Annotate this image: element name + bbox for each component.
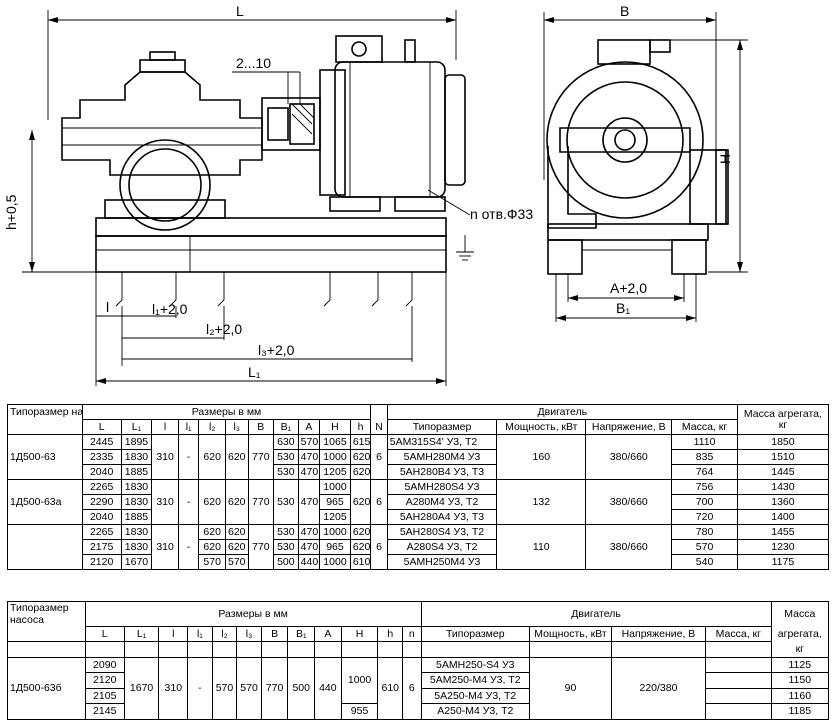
header-H-2: H: [340, 625, 379, 643]
dim-L1: L₁: [248, 364, 261, 380]
header-mass-2: Масса, кг: [705, 625, 772, 643]
header-L: L: [81, 419, 122, 435]
header-l3: l₃: [224, 419, 249, 435]
dim-l3: l₃+2,0: [258, 342, 295, 358]
dim-l: l: [106, 299, 109, 315]
header-l3-2: l₃: [236, 625, 262, 643]
spec-table-1: Типоразмер насоса Размеры в мм Двигатель…: [7, 404, 830, 570]
pump-drawing: L 2...10: [3, 3, 748, 386]
header-B1-2: B₁: [287, 625, 316, 643]
header-L1: L₁: [120, 419, 153, 435]
header-B: B: [247, 419, 275, 435]
header-A-2: A: [314, 625, 342, 643]
dim-l2: l₂+2,0: [206, 321, 242, 337]
table-row: 2290 1830 965 А280М4 У3, Т2 700 1360: [8, 494, 830, 510]
dim-gap: 2...10: [236, 55, 271, 71]
header-power-2: Мощность, кВт: [529, 625, 612, 643]
front-view: B H A+2,0 B₁: [543, 3, 748, 322]
header-etype-2: Типоразмер: [420, 625, 531, 643]
header-B-2: B: [260, 625, 289, 643]
label-holes: n отв.Ф33: [470, 206, 533, 222]
header-unitmass-b: агрегата,: [770, 626, 830, 642]
table-row: 2265 1830 310 - 620 620 770 530 470 1000…: [7, 524, 830, 570]
table-row: 1Д500-63 2445 1895 310 - 620 620 770 630…: [7, 434, 830, 480]
header-engine: Двигатель: [386, 404, 738, 420]
table-row: 2040 1885 530 470 1205 620 5АН280В4 У3, …: [8, 464, 830, 480]
table-row: 2175 1830 620 620 530 470 965 620 А280S4…: [8, 539, 830, 555]
header-l: l: [151, 419, 179, 435]
dim-A: A+2,0: [610, 280, 647, 296]
header-L1-2: L₁: [123, 625, 160, 643]
header-etype: Типоразмер: [386, 419, 498, 435]
table-row: 2120 1670 570 570 500 440 1000 610 5АМН2…: [8, 554, 830, 570]
header-l1: l₁: [177, 419, 200, 435]
header-power: Мощность, кВт: [496, 419, 587, 435]
header-l2-2: l₂: [211, 625, 238, 643]
header-mass: Масса, кг: [671, 419, 738, 435]
header-n-2: n: [402, 625, 422, 643]
header-engine-2: Двигатель: [420, 601, 772, 627]
header-H: H: [319, 419, 351, 435]
dim-B: B: [620, 3, 629, 19]
header-type: Типоразмер насоса: [7, 404, 83, 420]
dim-h: h+0,5: [3, 194, 19, 230]
dim-L: L: [236, 3, 244, 19]
header-voltage-2: Напряжение, В: [610, 625, 707, 643]
table-row: 2040 1885 1205 5АН280А4 У3, Т3 720 1400: [8, 509, 830, 525]
table-row: 1Д500-63б 2090 1670 310 - 570 570 770 50…: [7, 656, 830, 720]
spec-table-2: Типоразмер насоса Размеры в мм Двигатель…: [7, 601, 830, 720]
table-row: 1Д500-63а 2265 1830 310 - 620 620 770 53…: [7, 479, 830, 525]
header-l-2: l: [158, 625, 189, 643]
header-dims: Размеры в мм: [81, 404, 372, 420]
header-h: h: [349, 419, 372, 435]
header-type-2: Типоразмер насоса: [7, 601, 86, 627]
header-unitmass-c: кг: [770, 641, 830, 658]
header-l2: l₂: [198, 419, 226, 435]
dim-l1: l₁+2,0: [152, 301, 188, 317]
header-voltage: Напряжение, В: [585, 419, 673, 435]
header-L-2: L: [84, 625, 125, 643]
dim-H: H: [717, 154, 733, 164]
header-B1: B₁: [273, 419, 299, 435]
table-row: 2145 955 А250-М4 У3, Т2 1185: [8, 703, 830, 720]
side-view: L 2...10: [3, 3, 533, 386]
header-dims-2: Размеры в мм: [84, 601, 422, 627]
header-h-2: h: [377, 625, 404, 643]
header-N: N: [370, 419, 388, 435]
header-unitmass-a: Масса: [770, 601, 830, 627]
dim-B1: B₁: [616, 300, 630, 316]
header-unitmass: Масса агрегата, кг: [736, 404, 830, 435]
table-row: 2335 1830 530 470 1000 620 5АМН280М4 У3 …: [8, 449, 830, 465]
header-l1-2: l₁: [187, 625, 213, 643]
header-A: A: [297, 419, 321, 435]
